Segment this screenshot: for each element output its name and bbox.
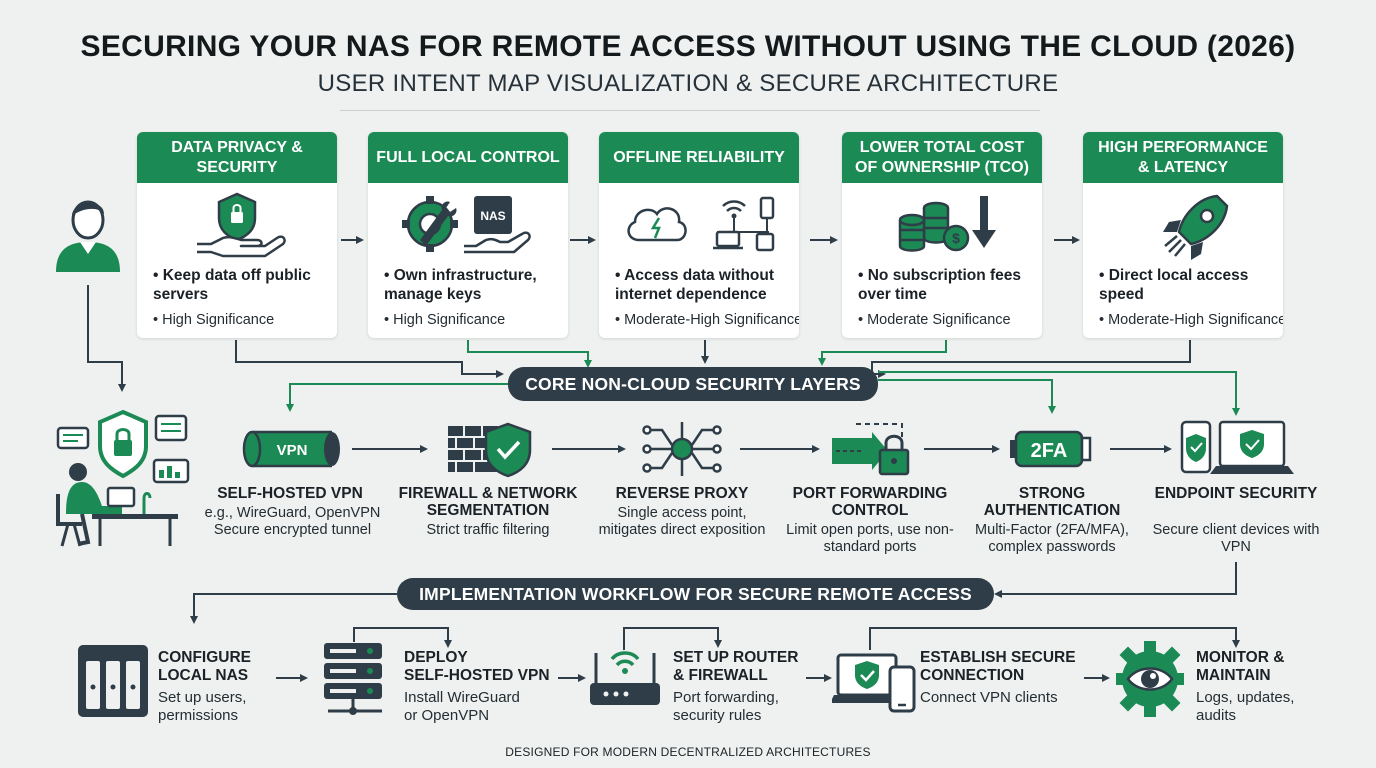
cloud-offline-network-icon xyxy=(627,196,775,252)
layer-desc: Secure client devices with VPN xyxy=(1152,522,1320,555)
reverse-proxy-icon xyxy=(642,422,722,476)
layer-title: FIREWALL & NETWORK SEGMENTATION xyxy=(398,485,578,519)
intent-bullet: • Own infrastructure, manage keys xyxy=(384,267,537,303)
layer-desc: Single access point, mitigates direct ex… xyxy=(598,505,766,538)
layer-desc: Strict traffic filtering xyxy=(426,522,550,538)
arrow-card2-layers xyxy=(467,340,592,368)
layer-title: ENDPOINT SECURITY xyxy=(1154,485,1318,502)
endpoint-devices-icon xyxy=(1180,420,1294,474)
workflow-desc: Set up users,permissions xyxy=(158,689,247,724)
layer-title: REVERSE PROXY xyxy=(615,485,749,502)
2fa-icon-label: 2FA xyxy=(1031,440,1068,462)
arrow-layers-2fa xyxy=(878,379,1056,414)
page-title: SECURING YOUR NAS FOR REMOTE ACCESS WITH… xyxy=(80,30,1296,63)
server-rack-icon xyxy=(324,643,382,715)
intent-card-tco: LOWER TOTAL COST OF OWNERSHIP (TCO) $ • … xyxy=(842,132,1042,338)
intent-significance: • High Significance xyxy=(153,312,275,328)
intent-significance: • Moderate-High Significance xyxy=(1099,312,1283,328)
router-wifi-icon xyxy=(590,651,660,705)
workflow-desc: Connect VPN clients xyxy=(920,689,1058,706)
workflow-desc: Port forwarding,security rules xyxy=(673,689,779,724)
vpn-tunnel-icon: VPN xyxy=(242,430,340,468)
page-subtitle: USER INTENT MAP VISUALIZATION & SECURE A… xyxy=(317,70,1059,97)
intent-bullet: • Access data without internet dependenc… xyxy=(615,267,775,303)
arrow-card5-layers xyxy=(871,340,1191,378)
arrow-wf-loop-2 xyxy=(623,627,722,650)
port-lock-icon xyxy=(832,423,910,476)
intent-bullet: • Direct local access speed xyxy=(1099,267,1249,303)
arrow-person-down xyxy=(87,285,126,392)
intent-significance: • High Significance xyxy=(384,312,506,328)
rocket-icon xyxy=(1163,194,1229,260)
workflow-title: MONITOR &MAINTAIN xyxy=(1196,649,1285,684)
arrow-workflow-nas xyxy=(190,593,397,624)
arrow-wf-loop-3 xyxy=(869,627,1240,650)
svg-text:$: $ xyxy=(952,230,960,246)
core-layers-label: CORE NON-CLOUD SECURITY LAYERS xyxy=(508,367,878,401)
layer-title: SELF-HOSTED VPN xyxy=(217,485,363,502)
arrow-layers-vpn xyxy=(286,383,508,412)
arrow-card4-layers xyxy=(818,340,947,366)
intent-title: DATA PRIVACY & SECURITY xyxy=(137,132,337,183)
layer-title: STRONG AUTHENTICATION xyxy=(983,485,1121,519)
layer-title: PORT FORWARDING CONTROL xyxy=(792,485,948,519)
vpn-icon-label: VPN xyxy=(277,442,308,459)
gear-eye-icon xyxy=(1116,641,1184,717)
remote-worker-illustration-icon xyxy=(56,409,190,547)
arrow-endpoint-workflow xyxy=(994,562,1237,598)
intent-card-privacy: DATA PRIVACY & SECURITY • Keep data off … xyxy=(137,132,337,338)
firewall-shield-icon xyxy=(448,422,532,478)
intent-card-performance: HIGH PERFORMANCE & LATENCY • Direct loca… xyxy=(1083,132,1283,338)
intent-card-control: FULL LOCAL CONTROL NAS • Own infrastruct… xyxy=(368,132,568,338)
arrow-layers-endpoint xyxy=(878,371,1240,416)
intent-title: LOWER TOTAL COST OF OWNERSHIP (TCO) xyxy=(842,132,1042,183)
footer-note: DESIGNED FOR MODERN DECENTRALIZED ARCHIT… xyxy=(505,745,871,759)
intent-card-offline: OFFLINE RELIABILITY • Access data withou… xyxy=(599,132,799,338)
nas-icon-label: NAS xyxy=(480,209,505,223)
workflow-label: IMPLEMENTATION WORKFLOW FOR SECURE REMOT… xyxy=(397,578,994,610)
layer-desc: Multi-Factor (2FA/MFA), complex password… xyxy=(975,522,1129,555)
title-divider xyxy=(340,110,1040,111)
laptop-phone-shield-icon xyxy=(832,653,916,713)
layer-desc: Limit open ports, use non-standard ports xyxy=(786,522,954,555)
intent-bullet: • No subscription fees over time xyxy=(858,267,1022,303)
workflow-desc: Logs, updates,audits xyxy=(1196,689,1295,724)
coins-down-arrow-icon: $ xyxy=(898,196,996,252)
intent-title: HIGH PERFORMANCE & LATENCY xyxy=(1083,132,1283,183)
intent-bullet: • Keep data off public servers xyxy=(153,267,311,303)
workflow-title: SET UP ROUTER& FIREWALL xyxy=(673,649,799,684)
nas-device-icon xyxy=(78,645,148,717)
2fa-token-icon: 2FA xyxy=(1010,430,1092,468)
intent-title: FULL LOCAL CONTROL xyxy=(368,132,568,183)
intent-significance: • Moderate Significance xyxy=(858,312,1011,328)
shield-hand-icon xyxy=(197,192,286,258)
user-avatar-icon xyxy=(56,200,120,272)
arrow-card1-layers xyxy=(235,340,504,378)
arrow-wf-loop-1 xyxy=(353,627,452,648)
intent-significance: • Moderate-High Significance xyxy=(615,312,799,328)
intent-title: OFFLINE RELIABILITY xyxy=(599,132,799,183)
gear-wrench-nas-icon: NAS xyxy=(402,196,531,254)
